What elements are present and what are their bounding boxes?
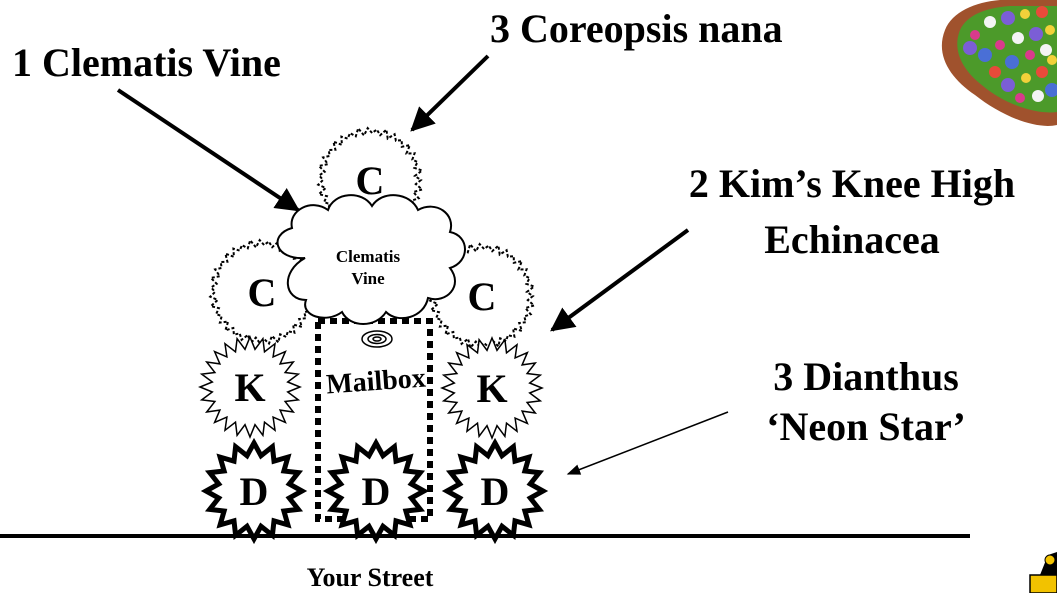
coreopsis-letter: C bbox=[468, 274, 497, 319]
bloom-icon bbox=[1032, 90, 1044, 102]
dianthus-letter: D bbox=[481, 469, 510, 514]
dianthus-plant-left: D bbox=[200, 437, 308, 545]
bloom-icon bbox=[978, 48, 992, 62]
mailbox-label: Mailbox bbox=[325, 363, 426, 401]
clematis-arrow bbox=[116, 88, 300, 212]
dianthus-letter: D bbox=[240, 469, 269, 514]
bloom-icon bbox=[1036, 66, 1048, 78]
bloom-icon bbox=[984, 16, 996, 28]
bloom-icon bbox=[995, 40, 1005, 50]
flower-bed-illustration bbox=[941, 0, 1057, 126]
bloom-icon bbox=[1021, 73, 1031, 83]
dianthus-letter: D bbox=[362, 469, 391, 514]
bloom-icon bbox=[1015, 93, 1025, 103]
dianthus-callout-line1: 3 Dianthus bbox=[773, 354, 959, 399]
bloom-icon bbox=[1029, 27, 1043, 41]
logo-icon bbox=[1029, 552, 1057, 593]
echinacea-callout-line2: Echinacea bbox=[764, 217, 940, 262]
bloom-icon bbox=[1020, 9, 1030, 19]
bloom-icon bbox=[1045, 25, 1055, 35]
bloom-icon bbox=[1025, 50, 1035, 60]
clematis-vine-plant: Clematis Vine bbox=[276, 194, 466, 325]
clematis-label-line2: Vine bbox=[351, 269, 385, 288]
coreopsis-callout: 3 Coreopsis nana bbox=[490, 6, 783, 51]
bloom-icon bbox=[963, 41, 977, 55]
bloom-icon bbox=[1047, 55, 1057, 65]
echinacea-arrow bbox=[550, 228, 690, 332]
bloom-icon bbox=[1040, 44, 1052, 56]
bloom-icon bbox=[989, 66, 1001, 78]
coreopsis-plant-left: C bbox=[208, 238, 317, 346]
dianthus-plant-center: D bbox=[322, 437, 430, 545]
coreopsis-plant-right: C bbox=[428, 242, 537, 350]
bloom-icon bbox=[1001, 78, 1015, 92]
bloom-icon bbox=[1001, 11, 1015, 25]
echinacea-plant-right: K bbox=[440, 336, 544, 440]
coreopsis-arrow bbox=[410, 54, 490, 132]
bloom-icon bbox=[1036, 6, 1048, 18]
bloom-icon bbox=[1045, 83, 1057, 97]
clematis-callout: 1 Clematis Vine bbox=[12, 40, 281, 85]
echinacea-letter: K bbox=[476, 366, 507, 411]
echinacea-callout-line1: 2 Kim’s Knee High bbox=[689, 161, 1015, 206]
mailbox-handle-icon bbox=[361, 330, 393, 348]
coreopsis-letter: C bbox=[356, 158, 385, 203]
dianthus-arrow bbox=[566, 411, 729, 475]
street-label: Your Street bbox=[307, 563, 434, 592]
dianthus-plant-right: D bbox=[441, 437, 549, 545]
echinacea-letter: K bbox=[234, 365, 265, 410]
bloom-icon bbox=[1005, 55, 1019, 69]
dianthus-callout-line2: ‘Neon Star’ bbox=[766, 404, 966, 449]
bloom-icon bbox=[1012, 32, 1024, 44]
clematis-label-line1: Clematis bbox=[336, 247, 401, 266]
coreopsis-letter: C bbox=[248, 270, 277, 315]
echinacea-plant-left: K bbox=[198, 335, 302, 439]
bloom-icon bbox=[970, 30, 980, 40]
